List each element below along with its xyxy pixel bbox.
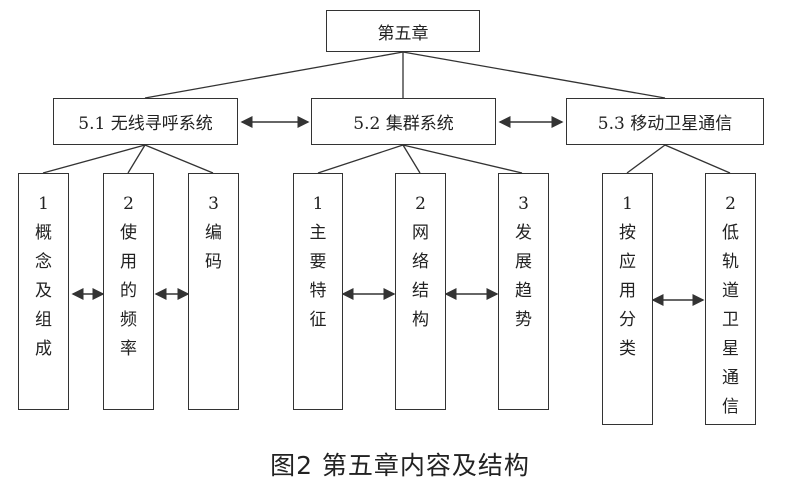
item-label: 1按应用分类	[618, 194, 636, 359]
link-root-s3	[402, 51, 666, 99]
figure-caption: 图2 第五章内容及结构	[270, 451, 530, 480]
item-label: 2低轨道卫星通信	[721, 194, 739, 417]
link-s3-i2	[664, 144, 731, 174]
link-s1-i1	[42, 144, 146, 174]
root-node: 第五章	[326, 10, 480, 52]
item-label: 1概念及组成	[34, 194, 52, 359]
section-node-5-3: 5.3 移动卫星通信	[566, 98, 764, 145]
connector-lines	[42, 51, 731, 306]
section-label: 5.2 集群系统	[353, 114, 454, 134]
link-s2-i3	[402, 144, 523, 174]
link-root-s1	[144, 51, 404, 99]
item-label: 3发展趋势	[514, 194, 532, 330]
item-node-5-2-3: 3发展趋势	[498, 173, 549, 410]
section-node-5-1: 5.1 无线寻呼系统	[53, 98, 238, 145]
link-s2-i2	[402, 144, 421, 174]
item-node-5-1-1: 1概念及组成	[18, 173, 69, 410]
link-s2-i1	[317, 144, 404, 174]
item-node-5-3-1: 1按应用分类	[602, 173, 653, 425]
root-label: 第五章	[377, 23, 429, 44]
item-node-5-2-1: 1主要特征	[293, 173, 343, 410]
item-label: 3编码	[204, 194, 222, 272]
section-label: 5.3 移动卫星通信	[597, 114, 733, 134]
section-label: 5.1 无线寻呼系统	[78, 114, 213, 134]
item-label: 2网络结构	[411, 194, 429, 330]
link-s1-i2	[127, 144, 146, 174]
item-label: 1主要特征	[309, 194, 327, 330]
item-node-5-1-3: 3编码	[188, 173, 239, 410]
link-s1-i3	[144, 144, 214, 174]
section-node-5-2: 5.2 集群系统	[311, 98, 496, 145]
item-node-5-3-2: 2低轨道卫星通信	[705, 173, 756, 425]
item-label: 2使用的频率	[119, 194, 137, 359]
item-node-5-2-2: 2网络结构	[395, 173, 446, 410]
link-s3-i1	[626, 144, 666, 174]
item-node-5-1-2: 2使用的频率	[103, 173, 154, 410]
